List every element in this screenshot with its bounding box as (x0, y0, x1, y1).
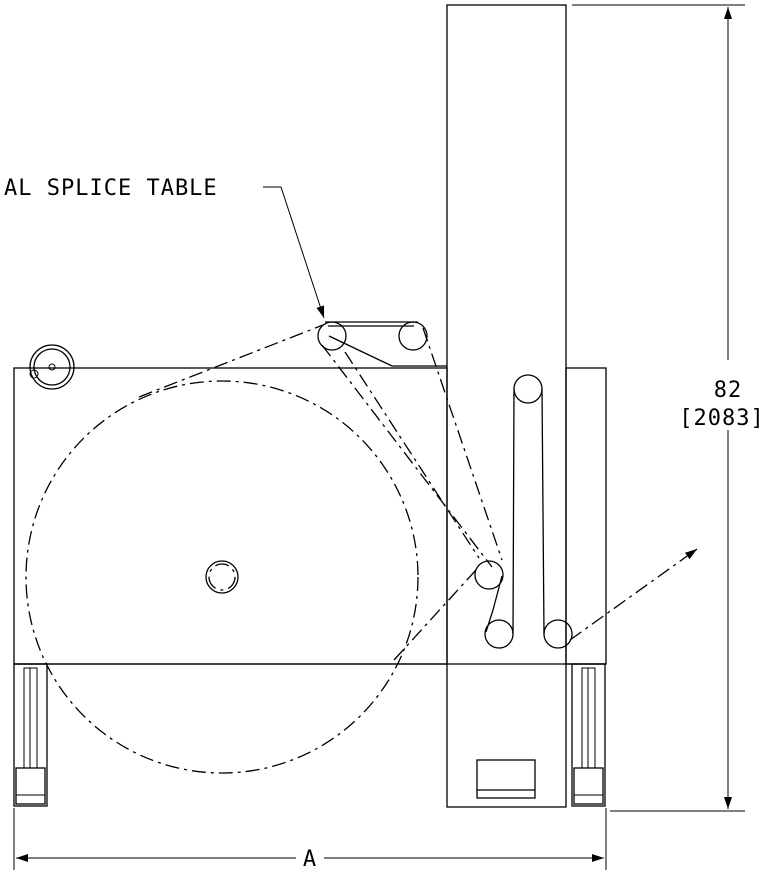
small-roller (29, 344, 75, 390)
roll-core (205, 560, 239, 594)
width-label: A (303, 847, 317, 872)
festoon-rollers (474, 374, 573, 649)
splice-roller-left (317, 321, 347, 351)
splice-table (317, 321, 447, 367)
material-roll (25, 380, 419, 774)
callout-leader (263, 186, 325, 319)
height-metric-value: [2083] (679, 406, 764, 431)
right-foot (571, 663, 606, 807)
web-path (138, 324, 698, 661)
vertical-tower (446, 4, 567, 808)
height-dimension (572, 4, 745, 812)
left-foot (13, 663, 48, 807)
splice-roller-right (398, 321, 428, 351)
callout-label: AL SPLICE TABLE (4, 176, 218, 201)
width-dimension (13, 808, 607, 870)
height-value: 82 (714, 378, 743, 403)
machine-frame (13, 367, 607, 665)
